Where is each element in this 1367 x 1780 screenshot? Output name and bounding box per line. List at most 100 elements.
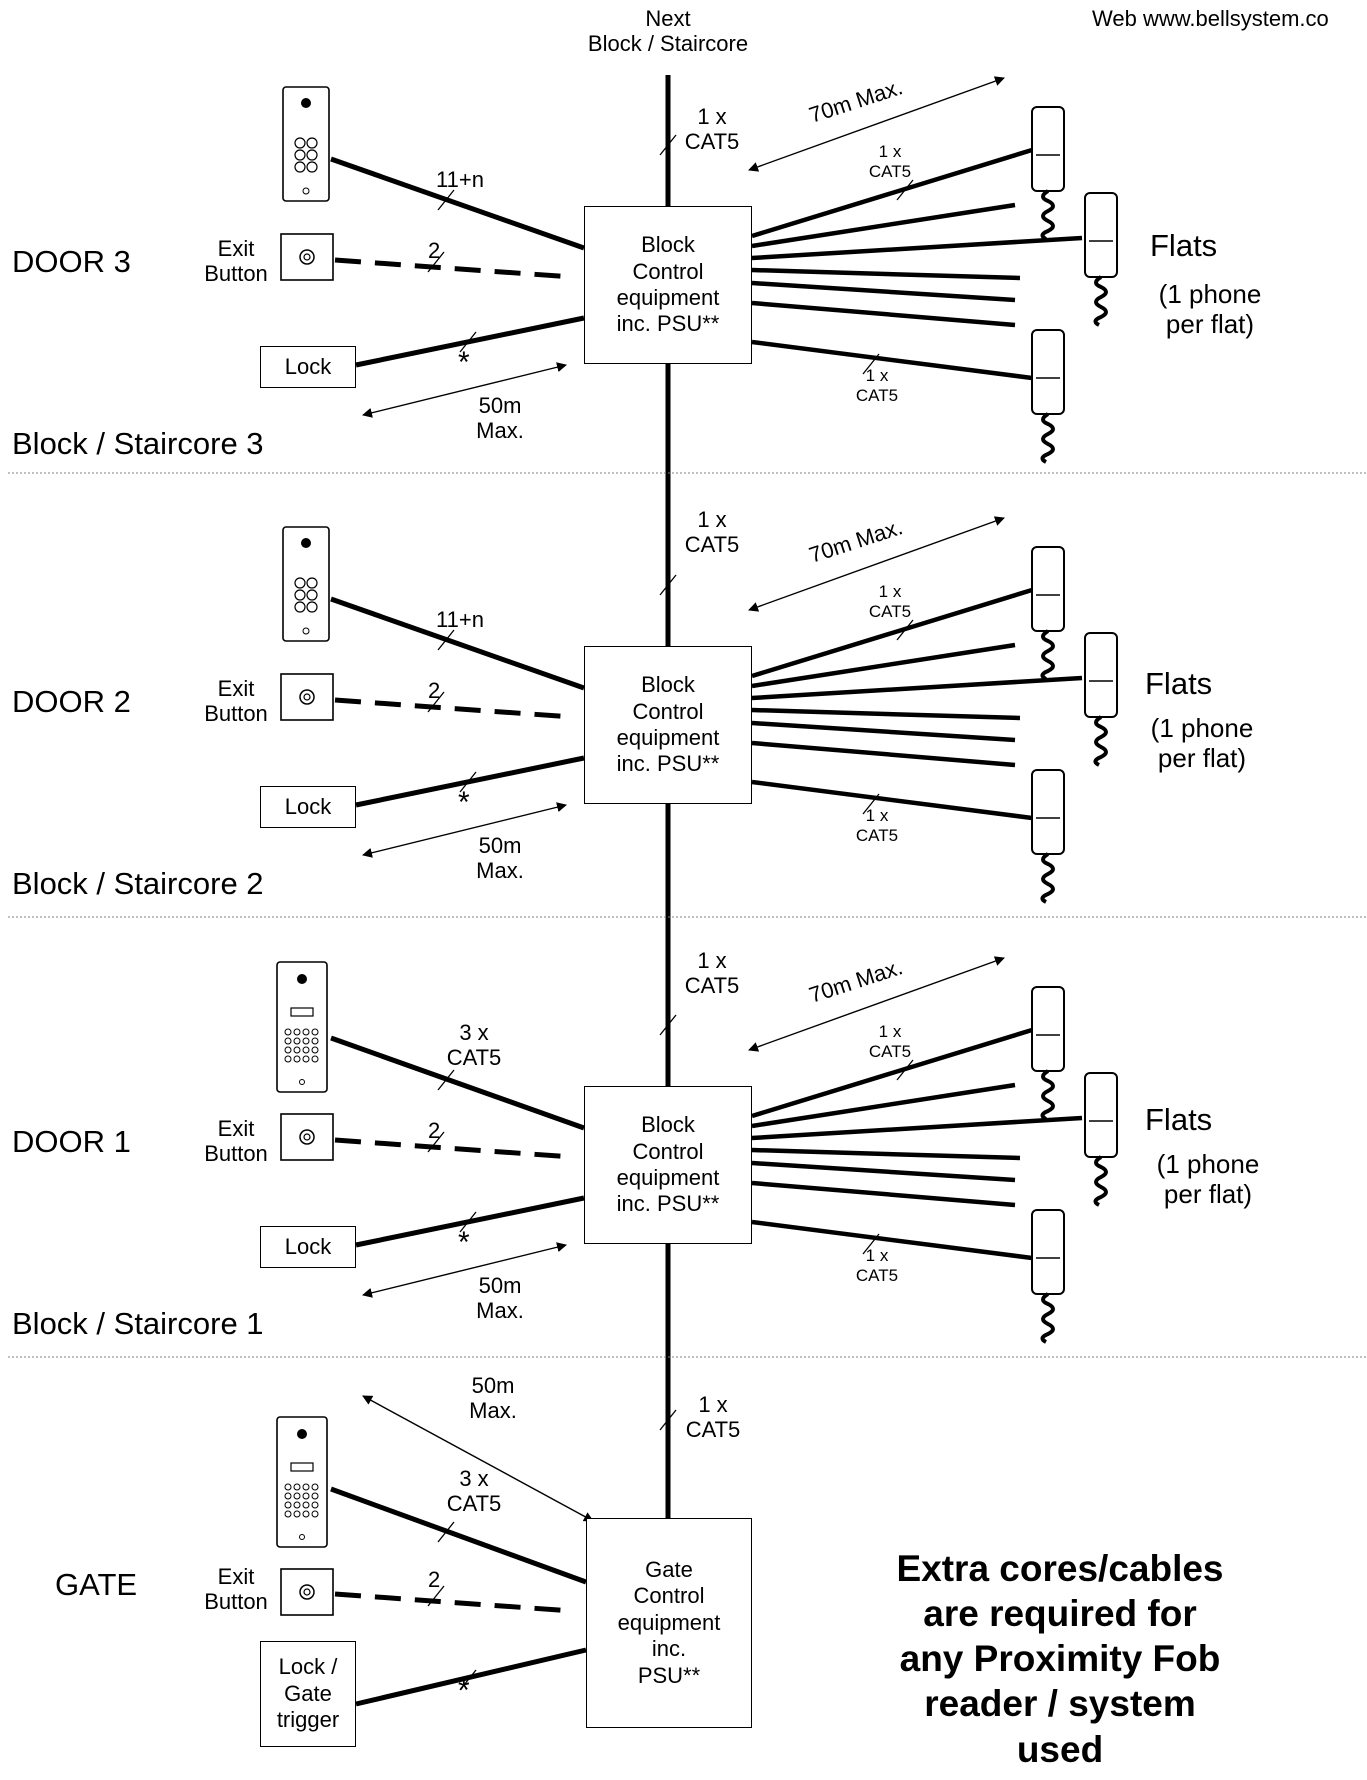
door-3-flats-note: (1 phone per flat) (1158, 279, 1262, 339)
door-3-entry-panel-key (294, 149, 306, 161)
gate-entry-panel-key (284, 1501, 292, 1509)
door-2-lock-distance-label: 50m Max. (476, 833, 524, 884)
door-3-lock-marker: * (458, 346, 470, 379)
gate-entry-panel (276, 1416, 328, 1548)
gate-exit-button-dot (303, 1588, 311, 1596)
door-3-flat-handset-3-cord (1040, 412, 1055, 464)
door-1-flat-handset-1 (1031, 986, 1065, 1072)
door-2-entry-panel (282, 526, 330, 642)
gate-riser-cable-label: 1 x CAT5 (685, 1392, 741, 1443)
door-1-flat-handset-1-cord (1040, 1069, 1055, 1121)
door-1-phone-cable (751, 1115, 1083, 1141)
door-3-phone-cable (751, 339, 1033, 381)
door-3-label: DOOR 3 (12, 244, 131, 279)
door-2-lock-marker: * (458, 786, 470, 819)
gate-riser-tick (659, 1409, 677, 1431)
door-1-label: DOOR 1 (12, 1124, 131, 1159)
door-1-entry-panel-key (293, 1028, 301, 1036)
door-1-phone-cable (751, 1082, 1016, 1129)
door-2-phone-cable-top-label: 1 x CAT5 (868, 582, 912, 621)
door-3-phone-cable-top-tick (896, 179, 914, 201)
door-3-entry-panel-key (294, 137, 306, 149)
door-1-flats-title: Flats (1145, 1102, 1213, 1137)
door-3-entry-panel-key (306, 161, 318, 173)
gate-entry-panel-led (299, 1534, 305, 1540)
door-3-entry-panel (282, 86, 330, 202)
door-1-lock-distance-arrow (362, 1242, 567, 1298)
door-2-lock-box: Lock (260, 786, 356, 828)
door-3-flat-handset-2-cord (1093, 275, 1108, 327)
door-3-entry-panel-speaker-icon (301, 98, 311, 108)
door-1-phone-cable (751, 1219, 1033, 1261)
door-3-lock-cable-tick (459, 331, 477, 353)
gate-exit-button-ring (299, 1584, 315, 1600)
gate-entry-panel-key (311, 1510, 319, 1518)
door-2-flats-title: Flats (1145, 666, 1213, 701)
door-2-entry-panel-key (294, 601, 306, 613)
door-1-entry-panel-key (284, 1028, 292, 1036)
door-1-flats-note: (1 phone per flat) (1156, 1149, 1260, 1209)
door-3-phone-cable (751, 235, 1083, 261)
door-1-lock-box: Lock (260, 1226, 356, 1268)
door-2-exit-cable (334, 697, 573, 720)
door-3-phone-cable-top-label: 1 x CAT5 (868, 142, 912, 181)
door-1-phone-cable-top-label: 1 x CAT5 (868, 1022, 912, 1061)
website-label: Web www.bellsystem.co (1092, 6, 1329, 31)
gate-exit-cable (334, 1591, 573, 1614)
gate-entry-panel-key (293, 1510, 301, 1518)
door-1-phone-cable (751, 1147, 1021, 1161)
door-3-phone-cable (751, 267, 1021, 281)
door-3-riser-cable-label: 1 x CAT5 (684, 104, 740, 155)
gate-label: GATE (55, 1567, 138, 1602)
gate-entry-panel-key (293, 1501, 301, 1509)
door-3-entry-panel-key (306, 137, 318, 149)
door-2-entry-panel-key (294, 589, 306, 601)
door-2-phone-cable-bottom-tick (862, 793, 880, 815)
door-1-entry-panel-key (293, 1037, 301, 1045)
door-1-phone-cable-bottom-tick (862, 1233, 880, 1255)
door-2-panel-cable-tick (437, 629, 455, 651)
door-1-entry-panel-speaker-icon (297, 974, 307, 984)
door-3-panel-cable-label: 11+n (436, 167, 484, 192)
door-3-phone-cable (751, 202, 1016, 249)
door-3-phone-cable (751, 280, 1016, 303)
door-2-riser-tick (659, 574, 677, 596)
door-1-entry-panel-key (302, 1046, 310, 1054)
door-2-phone-cable (751, 779, 1033, 821)
door-2-flats-note: (1 phone per flat) (1150, 713, 1254, 773)
door-3-entry-panel-led (302, 187, 310, 195)
door-2-entry-panel-key (306, 589, 318, 601)
door-2-exit-button-dot (303, 693, 311, 701)
door-3-lock-cable (355, 315, 585, 368)
gate-distance-label: 50m Max. (469, 1373, 517, 1424)
door-3-phone-cable-bottom-tick (862, 353, 880, 375)
door-2-phone-cable (751, 675, 1083, 701)
door-2-entry-panel-key (306, 577, 318, 589)
gate-entry-panel-key (311, 1501, 319, 1509)
gate-lock-marker: * (458, 1674, 470, 1707)
door-1-lock-marker: * (458, 1226, 470, 1259)
door-2-entry-panel-key (294, 577, 306, 589)
door-2-control-box: Block Control equipment inc. PSU** (584, 646, 752, 804)
door-1-entry-panel (276, 961, 328, 1093)
door-3-lock-distance-label: 50m Max. (476, 393, 524, 444)
next-block-label: Next Block / Staircore (587, 6, 749, 57)
block-2-label: Block / Staircore 2 (12, 866, 264, 901)
door-1-exit-cable-tick (427, 1131, 445, 1153)
door-1-entry-panel-key (284, 1037, 292, 1045)
door-1-flat-handset-2 (1084, 1072, 1118, 1158)
door-3-entry-panel-key (294, 161, 306, 173)
door-1-exit-button (280, 1113, 334, 1161)
gate-entry-panel-display (290, 1462, 314, 1472)
door-1-entry-panel-key (293, 1046, 301, 1054)
gate-entry-panel-key (284, 1510, 292, 1518)
door-3-flat-handset-1 (1031, 106, 1065, 192)
door-2-phone-cable (751, 642, 1016, 689)
door-3-panel-cable-tick (437, 189, 455, 211)
door-3-exit-label: Exit Button (204, 236, 268, 287)
door-3-phone-cable (751, 300, 1016, 328)
door-1-phone-cable (751, 1160, 1016, 1183)
door-1-phone-cable-bottom-label: 1 x CAT5 (855, 1246, 899, 1285)
door-2-flat-handset-2-cord (1093, 715, 1108, 767)
